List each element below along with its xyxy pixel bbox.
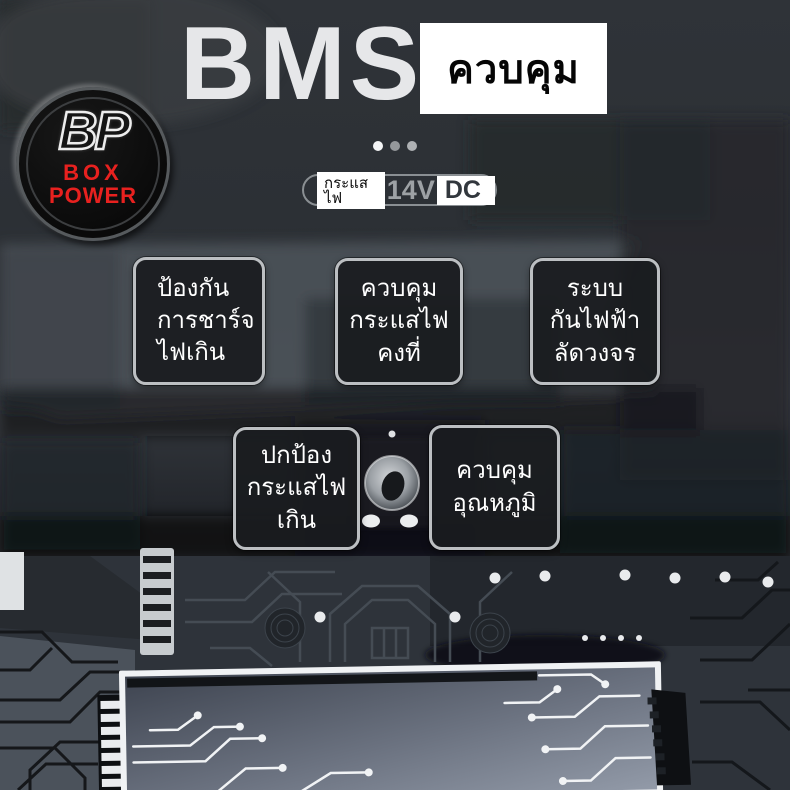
feature-line: อุณหภูมิ (452, 489, 537, 517)
spec-pill-label: กระแสไฟ (317, 171, 385, 209)
feature-line: กระแสไฟ (246, 474, 347, 502)
feature-line: กันไฟฟ้า (549, 307, 641, 335)
feature-box-overcharge-protection: ป้องกัน การชาร์จ ไฟเกิน (133, 257, 265, 385)
feature-line: ลัดวงจร (553, 339, 637, 367)
feature-line: คงที่ (377, 339, 421, 367)
brand-initials: BP (57, 101, 132, 161)
feature-line: กระแสไฟ (349, 307, 449, 335)
brand-name-line2: POWER (48, 183, 138, 208)
spec-pill-value: 14V (386, 174, 435, 205)
feature-box-temperature-control: ควบคุม อุณหภูมิ (429, 425, 560, 550)
spec-pill-unit: DC (436, 175, 495, 205)
feature-line: ปกป้อง (260, 442, 333, 470)
feature-line: ไฟเกิน (157, 339, 226, 367)
ellipsis-dots-icon (373, 141, 417, 151)
page-title: BMS (180, 6, 424, 122)
feature-line: ควบคุม (456, 457, 533, 485)
feature-line: ระบบ (566, 275, 624, 303)
title-badge: ควบคุม (420, 23, 607, 114)
brand-name-line1: BOX (63, 160, 123, 185)
feature-box-constant-current: ควบคุม กระแสไฟ คงที่ (335, 258, 463, 385)
brand-logo: BP BOX POWER (16, 87, 170, 241)
feature-box-short-circuit-protection: ระบบ กันไฟฟ้า ลัดวงจร (530, 258, 660, 385)
feature-line: ควบคุม (360, 275, 438, 303)
feature-line: ป้องกัน (157, 274, 230, 302)
title-badge-label: ควบคุม (447, 47, 580, 92)
screw-detail (350, 430, 434, 528)
feature-box-overcurrent-protection: ปกป้อง กระแสไฟ เกิน (233, 427, 360, 550)
feature-line: การชาร์จ (157, 306, 255, 334)
chip-detail (97, 661, 692, 790)
feature-line: เกิน (276, 506, 317, 534)
spec-pill: กระแสไฟ 14V DC (302, 171, 497, 209)
